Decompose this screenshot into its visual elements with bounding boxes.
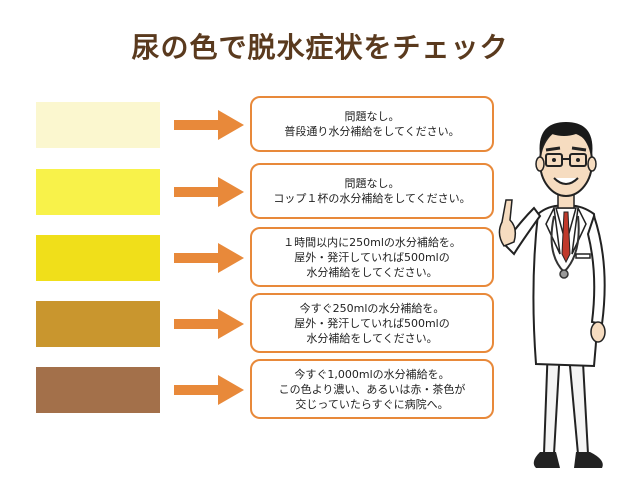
advice-line: 屋外・発汗していれば500mlの [294, 250, 450, 264]
advice-line: 問題なし。 [344, 110, 400, 123]
advice-line: 水分補給をしてください。 [306, 331, 438, 345]
color-swatch [36, 102, 160, 148]
advice-box: 今すぐ1,000mlの水分補給を。 この色より濃い、あるいは赤・茶色が 交じって… [250, 359, 494, 419]
advice-box: 問題なし。 普段通り水分補給をしてください。 [250, 96, 494, 152]
arrow-right-icon [174, 177, 244, 207]
arrow-right-icon [174, 243, 244, 273]
arrow-right-icon [174, 375, 244, 405]
urine-color-row: 今すぐ250mlの水分補給を。 屋外・発汗していれば500mlの 水分補給をして… [36, 293, 506, 353]
advice-box: １時間以内に250mlの水分補給を。 屋外・発汗していれば500mlの 水分補給… [250, 227, 494, 287]
arrow-right-icon [174, 309, 244, 339]
color-swatch [36, 235, 160, 281]
advice-box: 問題なし。 コップ１杯の水分補給をしてください。 [250, 163, 494, 219]
color-swatch [36, 169, 160, 215]
color-swatch [36, 367, 160, 413]
urine-color-row: 今すぐ1,000mlの水分補給を。 この色より濃い、あるいは赤・茶色が 交じって… [36, 359, 506, 419]
advice-line: 屋外・発汗していれば500mlの [294, 316, 450, 330]
color-swatch [36, 301, 160, 347]
urine-color-row: 問題なし。 コップ１杯の水分補給をしてください。 [36, 163, 506, 221]
advice-line: コップ１杯の水分補給をしてください。 [273, 192, 471, 205]
page-title: 尿の色で脱水症状をチェック [131, 31, 509, 64]
urine-color-row: １時間以内に250mlの水分補給を。 屋外・発汗していれば500mlの 水分補給… [36, 227, 506, 287]
advice-line: 普段通り水分補給をしてください。 [284, 125, 460, 138]
advice-line: 交じっていたらすぐに病院へ。 [295, 397, 449, 411]
doctor-illustration [498, 122, 606, 468]
urine-color-row: 問題なし。 普段通り水分補給をしてください。 [36, 96, 506, 154]
advice-line: １時間以内に250mlの水分補給を。 [283, 235, 461, 249]
advice-line: 問題なし。 [344, 177, 400, 190]
arrow-right-icon [174, 110, 244, 140]
advice-line: 今すぐ1,000mlの水分補給を。 [294, 367, 450, 381]
advice-line: この色より濃い、あるいは赤・茶色が [278, 382, 466, 396]
advice-line: 今すぐ250mlの水分補給を。 [299, 301, 445, 315]
advice-line: 水分補給をしてください。 [306, 265, 438, 279]
advice-box: 今すぐ250mlの水分補給を。 屋外・発汗していれば500mlの 水分補給をして… [250, 293, 494, 353]
